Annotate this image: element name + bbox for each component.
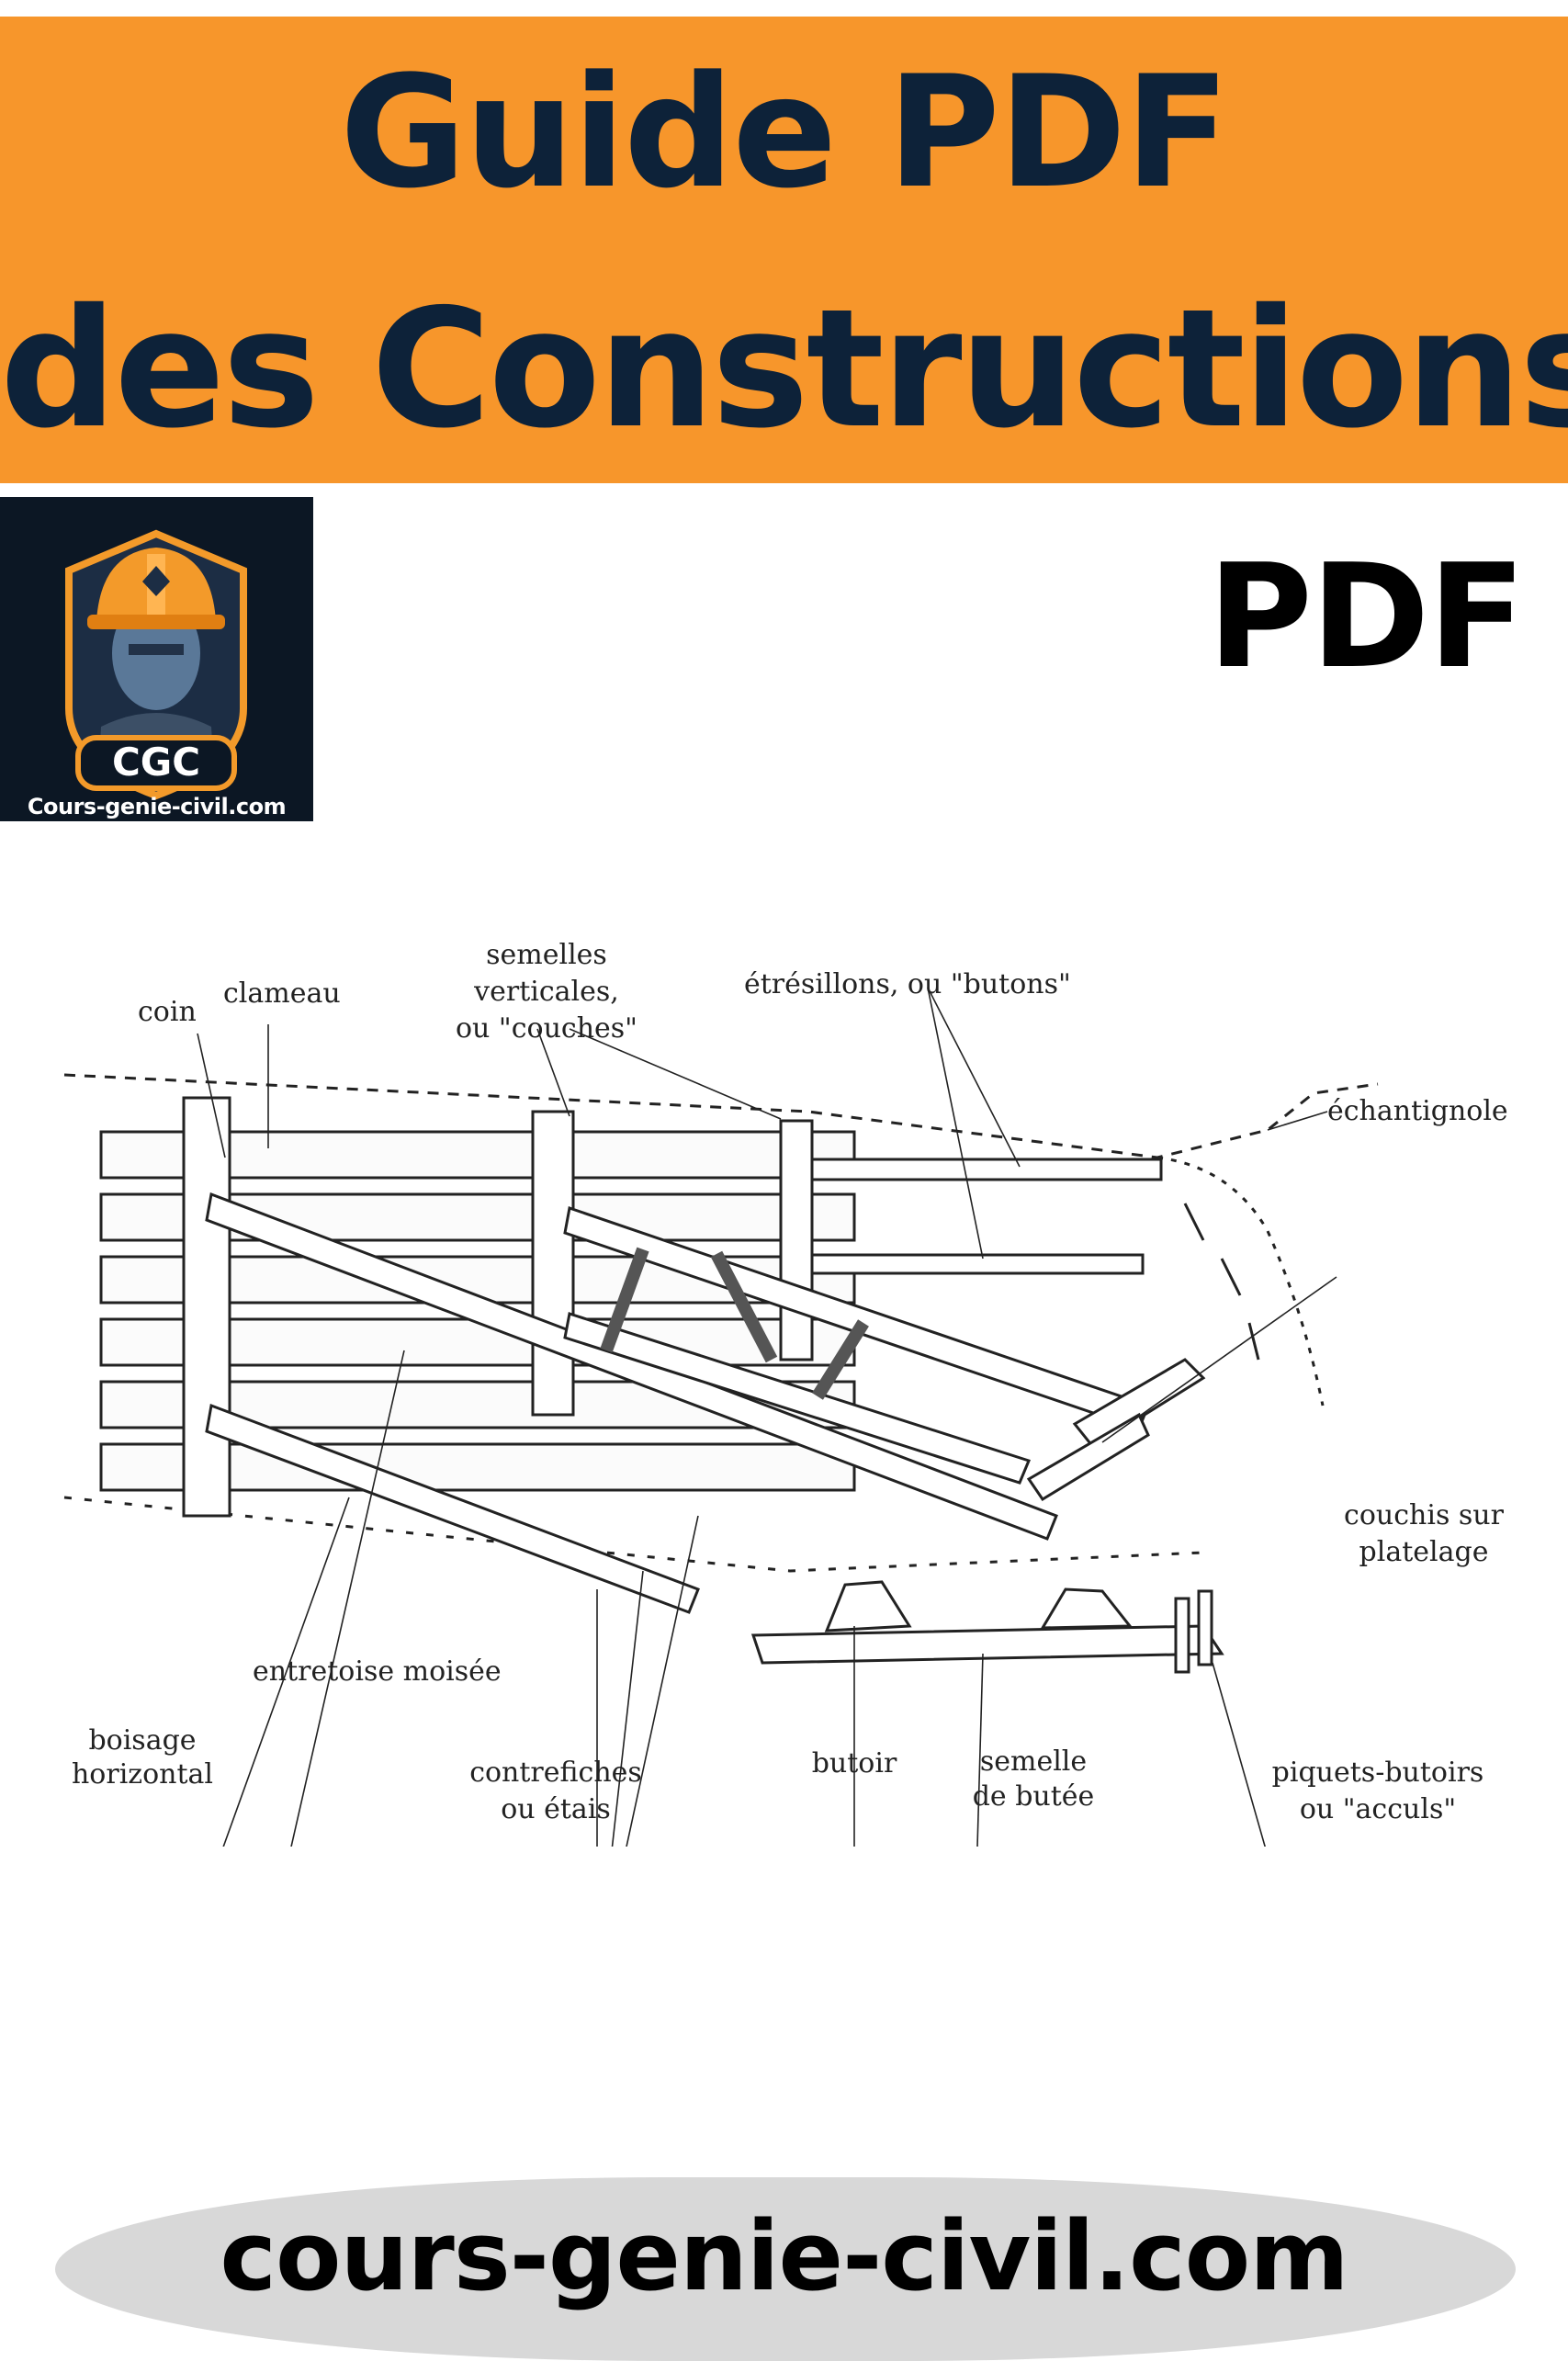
label-piquets-1: piquets-butoirs <box>1271 1757 1484 1789</box>
label-clameau: clameau <box>223 977 341 1010</box>
label-boisage-1: boisage <box>88 1724 197 1757</box>
pdf-badge: PDF <box>1207 533 1526 700</box>
footer-site-link[interactable]: cours-genie-civil.com <box>220 2200 1348 2312</box>
site-logo: CGC Cours-genie-civil.com <box>0 497 313 821</box>
label-couchis-1: couchis sur <box>1344 1499 1504 1531</box>
title-line-1: Guide PDF <box>339 42 1230 222</box>
logo-monogram: CGC <box>112 740 200 785</box>
label-etresillons: étrésillons, ou "butons" <box>744 968 1071 1000</box>
engineer-helmet-icon: CGC <box>65 529 247 800</box>
label-coin: coin <box>138 996 197 1028</box>
title-line-2: des Constructions <box>0 274 1568 464</box>
label-entretoise: entretoise moisée <box>253 1655 502 1688</box>
label-semelles-3: ou "couches" <box>456 1012 637 1045</box>
label-semelle-butee-2: de butée <box>972 1780 1095 1813</box>
title-banner: Guide PDF des Constructions <box>0 17 1568 483</box>
label-semelles-1: semelles <box>486 939 607 971</box>
label-couchis-2: platelage <box>1359 1536 1489 1568</box>
logo-caption: Cours-genie-civil.com <box>27 794 287 819</box>
label-echantignole: échantignole <box>1327 1095 1508 1127</box>
label-butoir: butoir <box>811 1747 897 1779</box>
label-contrefiches-2: ou étais <box>501 1793 611 1825</box>
label-boisage-2: horizontal <box>71 1758 214 1791</box>
label-contrefiches-1: contrefiches <box>469 1757 642 1789</box>
trench-shoring-diagram: coin clameau semelles verticales, ou "co… <box>55 928 1525 1847</box>
shoring-illustration <box>63 987 1379 1847</box>
label-semelles-2: verticales, <box>474 976 619 1008</box>
label-piquets-2: ou "acculs" <box>1299 1793 1457 1825</box>
footer-pill <box>55 2177 1516 2361</box>
label-semelle-butee-1: semelle <box>979 1745 1088 1778</box>
